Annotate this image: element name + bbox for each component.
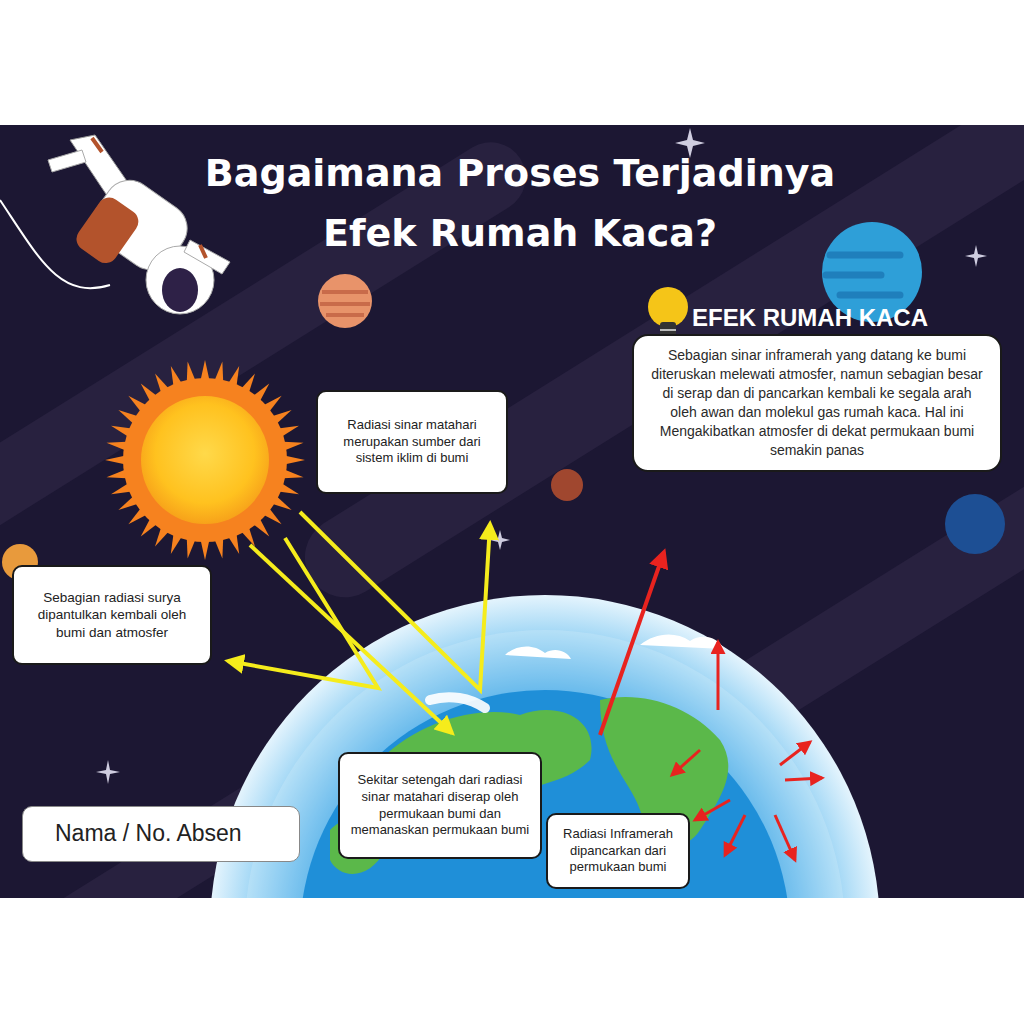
solar-rays [228, 512, 490, 733]
title: Bagaimana Proses Terjadinya Efek Rumah K… [190, 143, 850, 263]
text-box: Sekitar setengah dari radiasi sinar mata… [338, 752, 542, 859]
space-background [0, 125, 1024, 898]
text-box: Sebagian radiasi surya dipantulkan kemba… [12, 565, 212, 665]
text-box: Radiasi sinar matahari merupakan sumber … [316, 390, 508, 494]
box-text: Nama / No. Absen [55, 819, 242, 849]
box-text: Radiasi Inframerah dipancarkan dari perm… [558, 826, 678, 877]
panel-body: Sebagian sinar inframerah yang datang ke… [632, 334, 1002, 472]
earth [210, 595, 880, 898]
astronaut [0, 135, 230, 314]
box-text: Sebagian radiasi surya dipantulkan kemba… [24, 589, 200, 642]
planet [318, 274, 372, 328]
panel-heading: EFEK RUMAH KACA [632, 302, 1002, 334]
info-panel: EFEK RUMAH KACASebagian sinar inframerah… [632, 302, 1002, 472]
box-text: Radiasi sinar matahari merupakan sumber … [328, 417, 496, 468]
planet [945, 494, 1005, 554]
planet [551, 469, 583, 501]
sun [105, 360, 305, 560]
box-text: Sekitar setengah dari radiasi sinar mata… [350, 772, 530, 840]
text-box: Radiasi Inframerah dipancarkan dari perm… [546, 813, 690, 889]
text-box: Nama / No. Absen [22, 806, 300, 862]
